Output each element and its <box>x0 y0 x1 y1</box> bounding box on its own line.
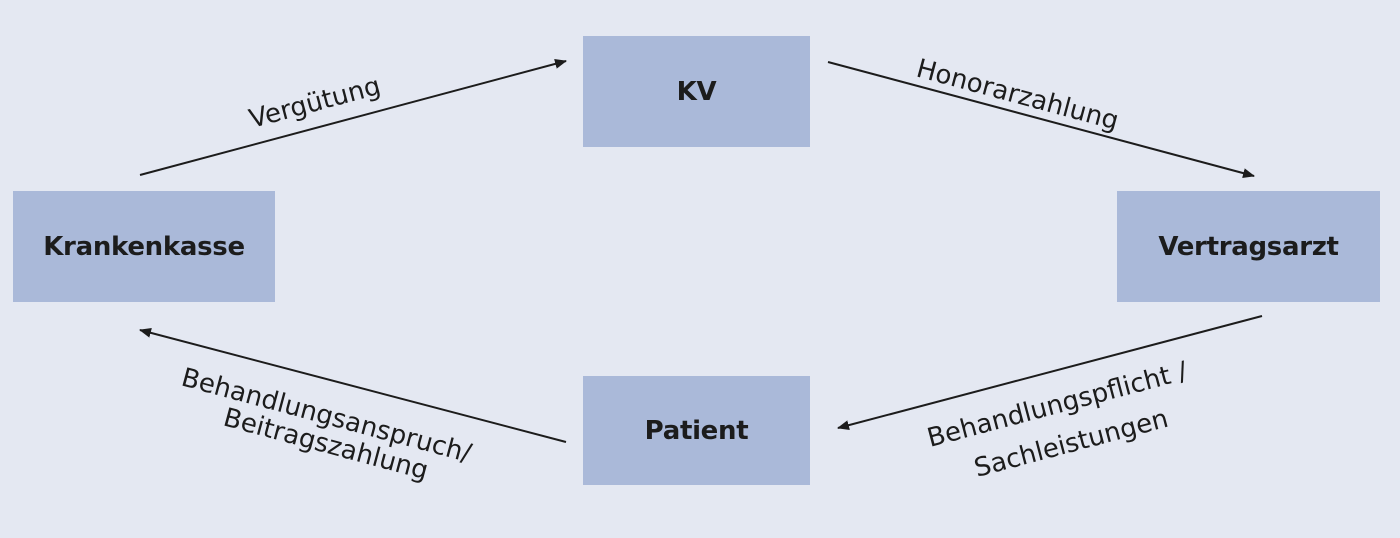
arrow-behandlungsanspruch <box>139 327 567 443</box>
arrow-behandlungspflicht <box>837 315 1263 431</box>
node-kv-label: KV <box>676 76 717 107</box>
label-verguetung: Vergütung <box>246 71 384 135</box>
node-kv: KV <box>583 36 810 147</box>
arrow-honorarzahlung <box>827 61 1255 178</box>
node-patient-label: Patient <box>644 415 749 446</box>
node-krankenkasse-label: Krankenkasse <box>43 231 245 262</box>
arrow-verguetung <box>139 59 567 176</box>
node-krankenkasse: Krankenkasse <box>13 191 275 302</box>
label-honorarzahlung: Honorarzahlung <box>913 54 1122 137</box>
node-vertragsarzt: Vertragsarzt <box>1117 191 1380 302</box>
node-vertragsarzt-label: Vertragsarzt <box>1158 231 1339 262</box>
node-patient: Patient <box>583 376 810 485</box>
